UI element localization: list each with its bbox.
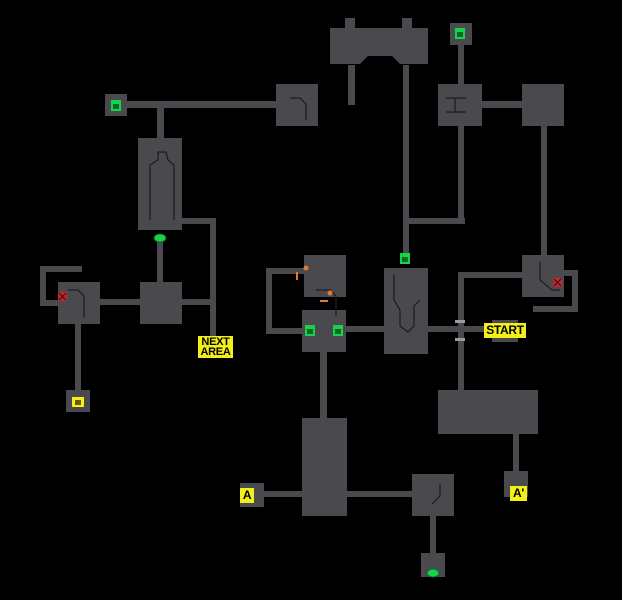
- marker-icon: [320, 300, 328, 302]
- corridor: [180, 218, 216, 224]
- room: [522, 84, 564, 126]
- corridor: [116, 101, 296, 108]
- room: [522, 255, 564, 297]
- locked-door-icon[interactable]: [553, 278, 562, 287]
- room: [384, 268, 428, 354]
- corridor: [40, 266, 82, 272]
- corridor: [430, 515, 436, 555]
- corridor: [180, 299, 216, 305]
- corridor: [541, 124, 547, 256]
- corridor: [266, 268, 306, 274]
- room: [276, 84, 318, 126]
- corridor: [344, 326, 386, 332]
- wall-line: [316, 289, 337, 316]
- marker-icon: [296, 272, 298, 280]
- corridor: [458, 38, 464, 224]
- corridor: [348, 65, 355, 105]
- corridor: [513, 434, 519, 474]
- wall-line: [290, 97, 307, 120]
- room-arch: [360, 56, 400, 64]
- room: [438, 390, 538, 434]
- corridor: [266, 328, 306, 334]
- wall-line: [68, 289, 85, 318]
- wall-line: [393, 274, 421, 333]
- save-terminal-icon[interactable]: [111, 100, 121, 111]
- wall-line: [539, 262, 560, 291]
- corridor: [262, 491, 304, 497]
- wall-line: [149, 151, 175, 220]
- marker-icon: [327, 290, 333, 296]
- room: [58, 282, 100, 324]
- corridor: [40, 300, 60, 306]
- room: [402, 18, 412, 32]
- save-terminal-icon[interactable]: [400, 253, 410, 264]
- corridor: [480, 101, 525, 108]
- save-terminal-icon[interactable]: [333, 325, 343, 336]
- corridor: [572, 270, 578, 312]
- green-door-icon[interactable]: [426, 568, 440, 578]
- corridor: [210, 218, 216, 336]
- room: [138, 138, 182, 230]
- room: [412, 474, 454, 516]
- corridor: [320, 336, 327, 420]
- wall-line: [446, 97, 466, 113]
- corridor: [157, 101, 164, 141]
- corridor: [75, 320, 81, 394]
- connector-a-label[interactable]: A: [240, 488, 254, 503]
- corridor: [562, 270, 578, 276]
- wall-line: [431, 484, 441, 505]
- door-slit: [455, 320, 465, 323]
- room: [302, 418, 347, 516]
- connector-a-prime-label[interactable]: A': [510, 486, 527, 501]
- corridor: [346, 491, 416, 497]
- room: [304, 255, 346, 297]
- corridor: [157, 235, 163, 283]
- marker-icon: [303, 265, 309, 271]
- item-icon[interactable]: [72, 397, 84, 407]
- start-label: START: [484, 323, 526, 338]
- save-terminal-icon[interactable]: [455, 28, 465, 39]
- next-area-label[interactable]: NEXT AREA: [198, 336, 233, 358]
- corridor: [266, 268, 272, 334]
- locked-door-icon[interactable]: [58, 292, 67, 301]
- room: [345, 18, 355, 32]
- green-door-icon[interactable]: [153, 233, 167, 243]
- corridor: [428, 326, 488, 332]
- corridor: [458, 272, 524, 278]
- door-slit: [455, 338, 465, 341]
- room: [438, 84, 482, 126]
- corridor: [98, 299, 140, 305]
- corridor: [403, 218, 465, 224]
- room: [140, 282, 182, 324]
- save-terminal-icon[interactable]: [305, 325, 315, 336]
- corridor: [403, 65, 409, 255]
- corridor: [533, 306, 578, 312]
- corridor: [40, 266, 46, 306]
